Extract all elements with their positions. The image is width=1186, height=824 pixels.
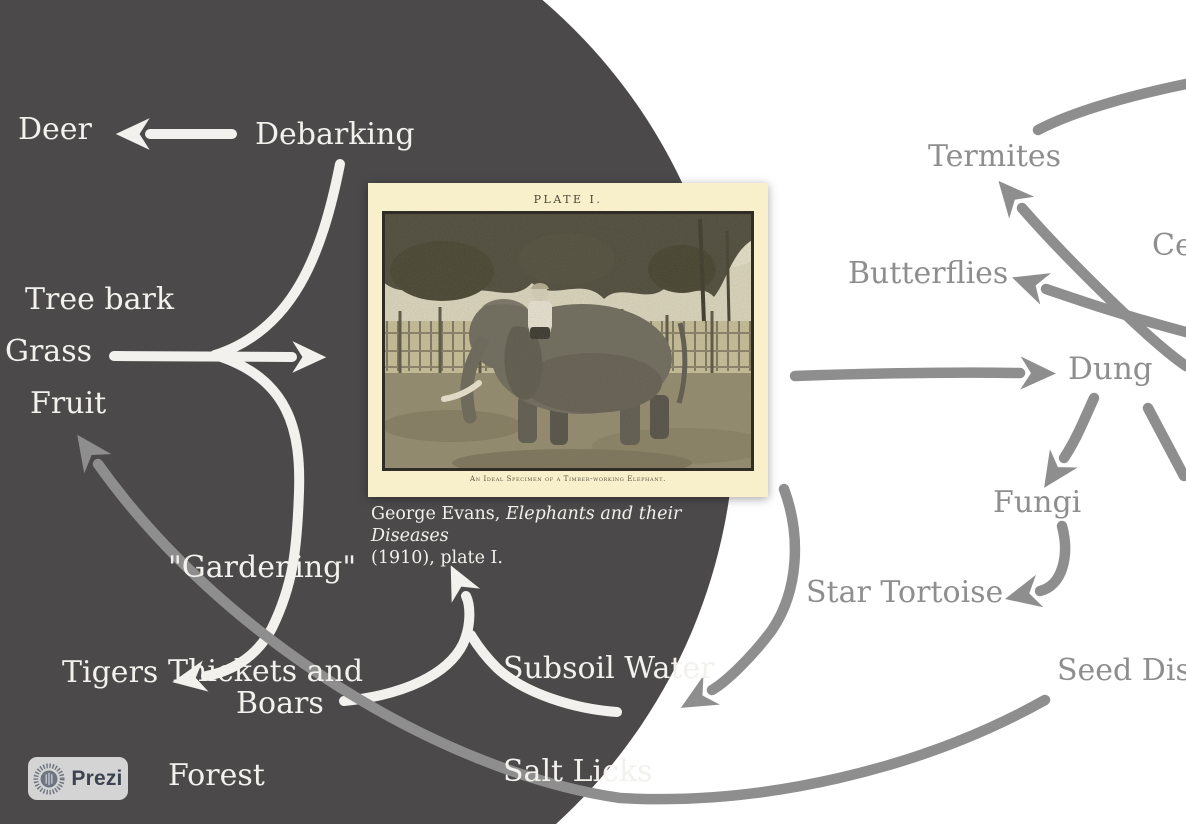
label-termites: Termites (928, 139, 1062, 174)
label-tigers: Tigers (62, 655, 159, 690)
label-fungi: Fungi (993, 485, 1082, 520)
label-seed-dist-cutoff: Seed Dist (1057, 653, 1186, 688)
label-deer: Deer (18, 112, 92, 147)
line-dung-down-right (1142, 402, 1186, 482)
arrow-fungi-to-star-tortoise (1004, 520, 1071, 608)
label-grass: Grass (5, 334, 92, 369)
image-citation: George Evans, Elephants and their Diseas… (371, 503, 716, 569)
prezi-logo-button[interactable]: Prezi (28, 757, 128, 800)
arrow-dung-to-fungi (1044, 392, 1100, 488)
plate-caption: An Ideal Specimen of a Timber-working El… (470, 475, 666, 483)
label-subsoil-salt: Subsoil Water Salt Licks (503, 651, 715, 789)
elephant-photo (382, 211, 754, 471)
prezi-logo-icon (33, 762, 65, 795)
label-tree-bark: Tree bark (25, 282, 175, 317)
label-boars: Boars (236, 686, 324, 721)
book-plate: PLATE I. (368, 183, 768, 497)
label-fruit: Fruit (30, 386, 107, 421)
label-star-tortoise: Star Tortoise (806, 575, 1004, 610)
arc-top-right (1032, 78, 1186, 136)
label-butterflies: Butterflies (848, 256, 1009, 291)
prezi-logo-text: Prezi (71, 766, 123, 790)
arrow-elephant-to-dung (789, 356, 1056, 390)
citation-title: Elephants and their Diseases (371, 504, 682, 546)
label-dung: Dung (1068, 351, 1153, 387)
label-debarking: Debarking (255, 117, 415, 152)
arrow-to-butterflies (1012, 273, 1186, 338)
citation-line2: (1910), plate I. (371, 548, 503, 568)
plate-title: PLATE I. (533, 193, 603, 206)
label-ce-cutoff: Ce (1152, 228, 1186, 263)
label-gardening-thickets-forest: "Gardening" Thickets and Forest (168, 550, 364, 793)
citation-author: George Evans, (371, 504, 506, 524)
